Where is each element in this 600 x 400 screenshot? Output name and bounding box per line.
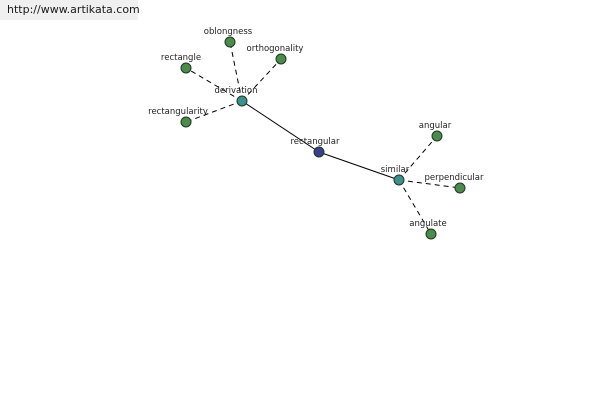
node-label-perpendicular[interactable]: perpendicular [424,173,484,183]
node-label-orthogonality[interactable]: orthogonality [247,44,304,54]
node-label-similar[interactable]: similar [381,165,410,175]
url-banner: http://www.artikata.com [0,0,140,20]
edge-similar-perpendicular [398,179,461,189]
node-orthogonality[interactable] [275,53,287,65]
node-derivation[interactable] [236,95,248,107]
node-similar[interactable] [393,174,405,186]
node-rectangularity[interactable] [180,116,192,128]
site-url-link[interactable]: http://www.artikata.com [7,3,140,16]
node-label-oblongness[interactable]: oblongness [204,27,253,37]
node-rectangular[interactable] [313,146,325,158]
node-label-angulate[interactable]: angulate [409,219,447,229]
node-rectangle[interactable] [180,62,192,74]
edge-derivation-rectangularity [185,100,243,123]
edge-derivation-orthogonality [241,58,282,102]
nodes-layer [180,36,466,240]
node-angular[interactable] [431,130,443,142]
node-angulate[interactable] [425,228,437,240]
node-label-rectangular[interactable]: rectangular [291,137,340,147]
edges-layer [185,41,461,235]
node-label-derivation[interactable]: derivation [214,86,257,96]
node-label-rectangle[interactable]: rectangle [161,53,201,63]
node-label-angular[interactable]: angular [419,121,452,131]
labels-layer: rectangular derivation similar oblongness or… [148,27,484,229]
edge-rectangular-similar [318,151,400,181]
node-perpendicular[interactable] [454,182,466,194]
edge-rectangular-derivation [241,100,320,153]
edge-derivation-oblongness [229,41,243,102]
edge-derivation-rectangle [185,67,243,102]
node-oblongness[interactable] [224,36,236,48]
edge-similar-angulate [398,179,432,235]
node-label-rectangularity[interactable]: rectangularity [148,107,208,117]
edge-similar-angular [398,135,438,181]
